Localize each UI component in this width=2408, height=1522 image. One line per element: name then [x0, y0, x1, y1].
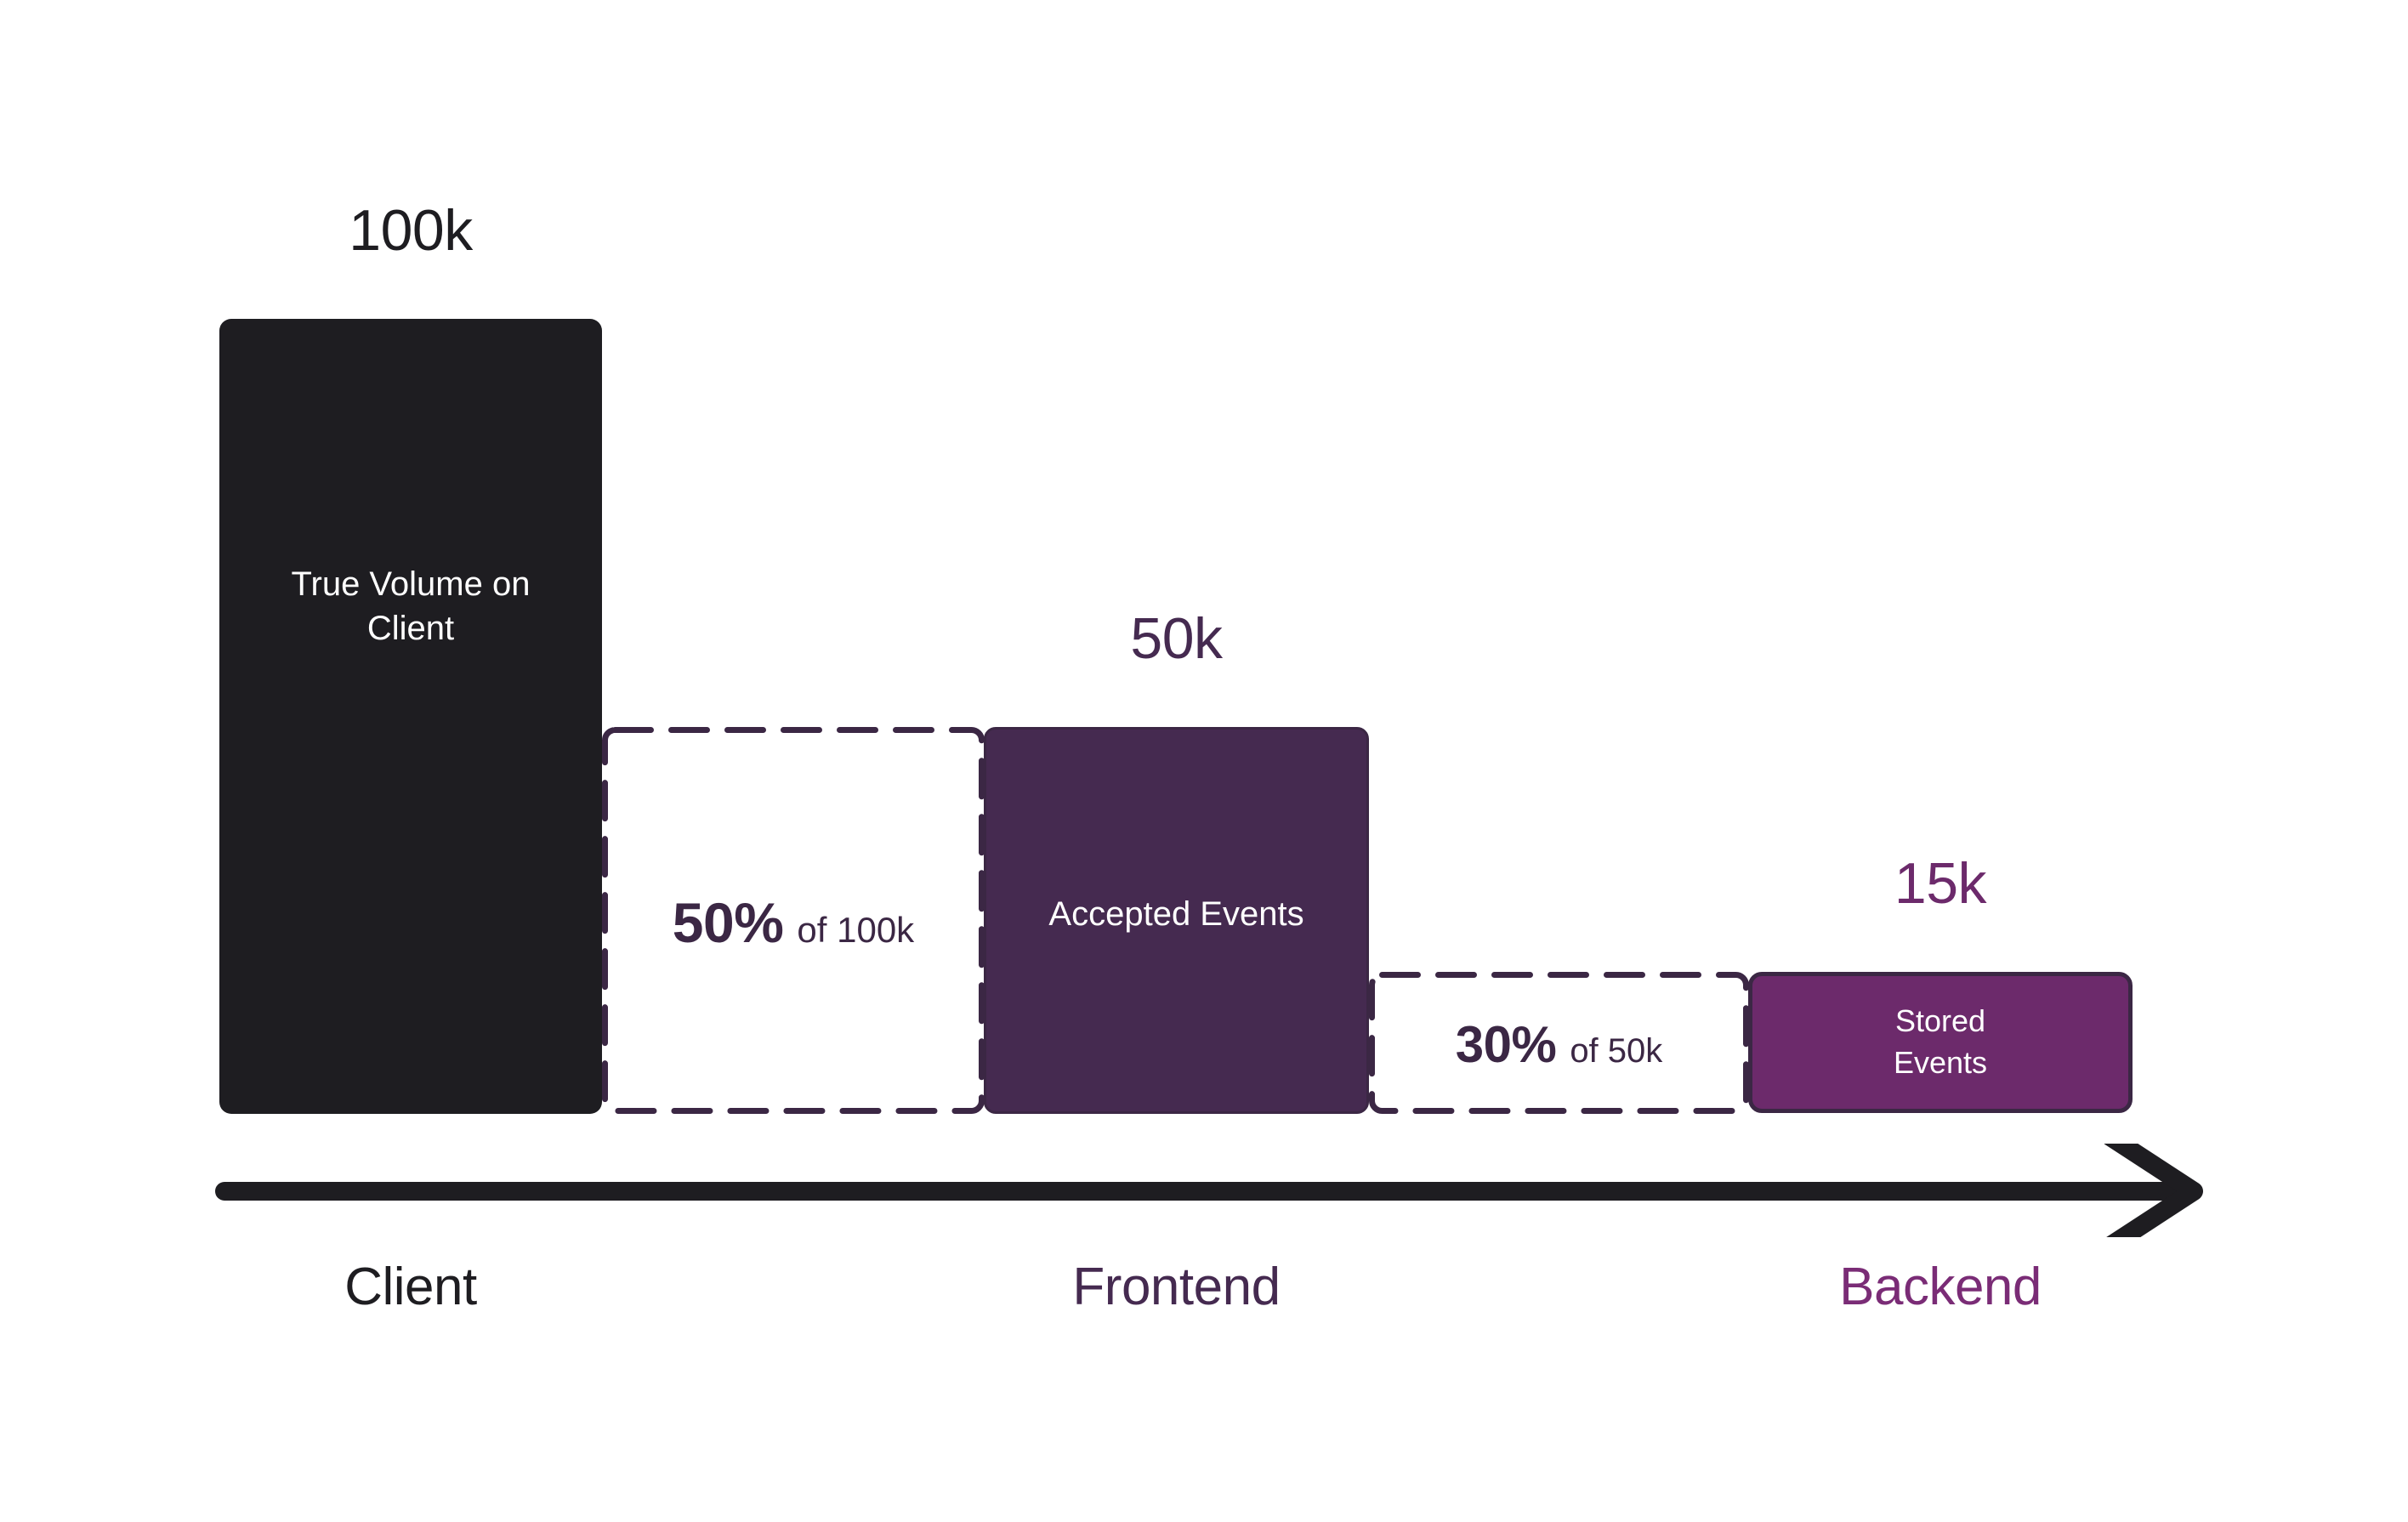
bar-label-client-line2: Client: [366, 609, 455, 647]
stage-label-client: Client: [344, 1258, 477, 1316]
dropoff-text-client-to-frontend: 50% of 100k: [673, 890, 914, 955]
bar-label-backend: Stored Events: [1838, 1001, 2042, 1083]
dashed-outline-icon: [1369, 972, 1749, 1114]
dropoff-box-frontend-to-backend: 30% of 50k: [1369, 972, 1749, 1114]
stage-label-backend: Backend: [1839, 1258, 2042, 1316]
dropoff-of-frontend-to-backend: of 50k: [1570, 1032, 1663, 1070]
bar-backend: Stored Events: [1748, 972, 2133, 1113]
bar-frontend: Accepted Events: [984, 727, 1369, 1114]
bar-label-backend-line1: Stored: [1894, 1003, 1986, 1039]
bar-label-backend-line2: Events: [1893, 1045, 1988, 1080]
bar-client: True Volume on Client: [219, 319, 602, 1114]
dropoff-text-frontend-to-backend: 30% of 50k: [1456, 1015, 1663, 1074]
dropoff-of-client-to-frontend: of 100k: [797, 909, 915, 950]
dashed-outline-icon: [602, 727, 985, 1114]
bar-label-client-line1: True Volume on: [291, 565, 531, 603]
bar-label-frontend: Accepted Events: [1048, 894, 1304, 933]
value-label-client: 100k: [349, 198, 473, 263]
dropoff-percent-client-to-frontend: 50%: [672, 890, 784, 954]
stage-label-frontend: Frontend: [1072, 1258, 1281, 1316]
value-label-backend: 15k: [1894, 851, 1987, 916]
arrow-right-icon: [215, 1144, 2203, 1237]
bar-label-client: True Volume on Client: [270, 562, 551, 650]
value-label-frontend: 50k: [1130, 606, 1223, 671]
dropoff-percent-frontend-to-backend: 30%: [1455, 1016, 1557, 1073]
dropoff-box-client-to-frontend: 50% of 100k: [602, 727, 985, 1114]
